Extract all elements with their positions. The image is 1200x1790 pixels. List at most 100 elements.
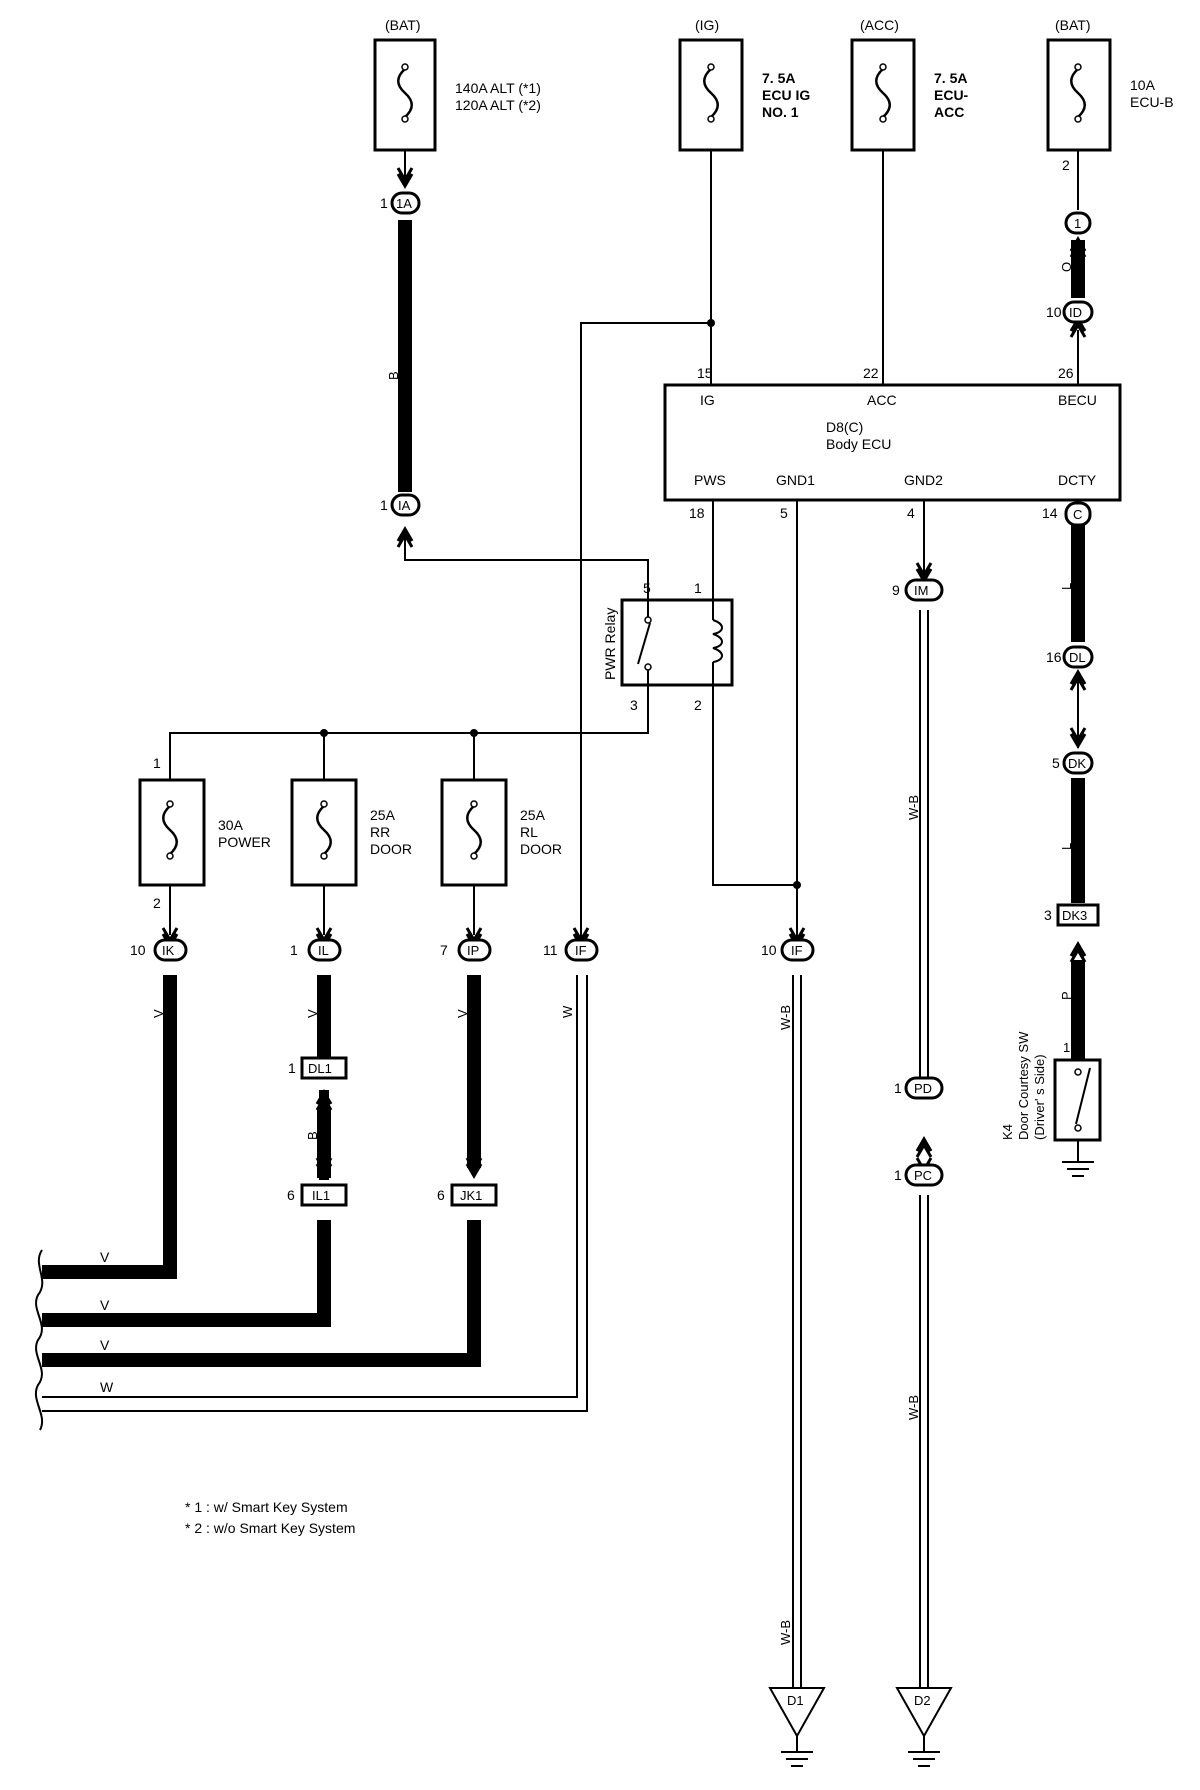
switch-id: K4 [1000, 1124, 1015, 1140]
ecu-pin-acc-name: ACC [867, 392, 897, 408]
fuse-ecu-b-pin: 2 [1062, 157, 1070, 173]
conn-ik-pin: 10 [130, 942, 146, 958]
conn-dk-code: DK [1068, 756, 1086, 771]
conn-dl-code: DL [1069, 650, 1086, 665]
wires [35, 120, 1085, 1688]
fuse-rr-door-name-2: DOOR [370, 841, 412, 857]
wire-label-w-b: W-B [778, 1620, 793, 1645]
fuse-ecu-b: (BAT) 10A ECU-B 2 [1046, 17, 1174, 173]
conn-im-code: IM [914, 583, 928, 598]
ecu-pin-gnd2-num: 4 [907, 505, 915, 521]
fuse-ecu-acc-source: (ACC) [860, 17, 899, 33]
fuse-ecu-ig-rating: 7. 5A [762, 70, 795, 86]
ground-d1: D1 [768, 1687, 826, 1767]
fuse-ecu-ig: (IG) 7. 5A ECU IG NO. 1 [678, 17, 810, 152]
fuse-alt-rating-2: 120A ALT (*2) [455, 97, 541, 113]
ground-d1-label: D1 [787, 1693, 804, 1708]
ecu-pin-becu-num: 26 [1058, 365, 1074, 381]
fuse-ecu-b-rating: 10A [1130, 77, 1156, 93]
conn-pd-pin: 1 [894, 1080, 902, 1096]
fuse-rl-door-rating: 25A [520, 807, 546, 823]
conn-dk3-pin: 3 [1044, 907, 1052, 923]
conn-dl-pin: 16 [1046, 649, 1062, 665]
ecu-pin-ig-num: 15 [697, 365, 713, 381]
ecu-pin-gnd1-name: GND1 [776, 472, 815, 488]
switch-pin: 1 [1063, 1040, 1070, 1055]
relay-pin-5: 5 [643, 580, 651, 596]
wire-label-v: V [151, 1009, 166, 1018]
ecu-pin-gnd1-num: 5 [780, 505, 788, 521]
conn-im-pin: 9 [892, 582, 900, 598]
wire-label-w: W [560, 1005, 575, 1018]
conn-ip-pin: 7 [440, 942, 448, 958]
ecu-desc: Body ECU [826, 436, 891, 452]
relay-switch-contact [637, 622, 651, 665]
ecu-pin-acc-num: 22 [863, 365, 879, 381]
conn-if-a-pin: 11 [543, 942, 558, 958]
wire-label-v: V [455, 1009, 470, 1018]
conn-jk1-pin: 6 [437, 1187, 445, 1203]
arrow-up-icon [1069, 942, 1087, 964]
wire-label-out-v: V [100, 1337, 110, 1353]
fuse-rr-door-name: RR [370, 824, 390, 840]
fuse-ecu-ig-name-2: NO. 1 [762, 104, 799, 120]
fuse-rl-door: 25A RL DOOR [440, 778, 562, 887]
fuse-rr-door-rating: 25A [370, 807, 396, 823]
conn-dl1-pin: 1 [288, 1060, 296, 1076]
conn-pc-code: PC [914, 1168, 932, 1183]
wire-label-l: L [1059, 843, 1074, 850]
wire-label-w-b: W-B [906, 795, 921, 820]
fuse-ecu-acc: (ACC) 7. 5A ECU- ACC [850, 17, 969, 152]
wire-label-w-b: W-B [778, 1005, 793, 1030]
wire-labels: B O L L P W-B W-B W-B W-B V V V W B V V … [100, 262, 1074, 1645]
wire-label-v: V [305, 1009, 320, 1018]
fuse-ecu-b-name: ECU-B [1130, 94, 1174, 110]
fuse-power-pin-in: 1 [153, 755, 161, 771]
conn-il-code: IL [318, 943, 329, 958]
ecu-pin-pws-name: PWS [694, 472, 726, 488]
fuse-rr-door: 25A RR DOOR [290, 778, 412, 887]
fuse-power-pin-out: 2 [153, 895, 161, 911]
switch-side: (Driver' s Side) [1032, 1054, 1047, 1140]
wire-label-w-b: W-B [906, 1395, 921, 1420]
fuse-ecu-ig-source: (IG) [695, 17, 719, 33]
conn-id-code: ID [1069, 305, 1082, 320]
door-courtesy-switch: 1 K4 Door Courtesy SW (Driver' s Side) [1000, 1031, 1102, 1177]
ground-icon [1062, 1161, 1094, 1177]
wire-label-b: B [305, 1131, 320, 1140]
relay-pin-2: 2 [694, 697, 702, 713]
fuse-ecu-ig-name: ECU IG [762, 87, 810, 103]
conn-ia-pin: 1 [380, 497, 388, 513]
switch-name: Door Courtesy SW [1016, 1031, 1031, 1140]
conn-if-b-pin: 10 [761, 942, 777, 958]
conn-1-code: 1 [1074, 216, 1081, 231]
conn-if-b-code: IF [791, 943, 803, 958]
fuse-rl-door-name: RL [520, 824, 538, 840]
wire-label-l: L [1059, 583, 1074, 590]
conn-dk3-code: DK3 [1062, 908, 1087, 923]
conn-dk-pin: 5 [1052, 755, 1060, 771]
conn-il-pin: 1 [290, 942, 298, 958]
conn-jk1-code: JK1 [460, 1188, 482, 1203]
wire-label-out-v: V [100, 1249, 110, 1265]
conn-il1-pin: 6 [287, 1187, 295, 1203]
fuse-alt-source: (BAT) [385, 17, 421, 33]
ecu-pin-ig-name: IG [700, 392, 715, 408]
fuse-ecu-acc-name-2: ACC [934, 104, 964, 120]
fuse-power-name: POWER [218, 834, 271, 850]
wire-label-b: B [386, 371, 401, 380]
ecu-pin-gnd2-name: GND2 [904, 472, 943, 488]
fuse-ecu-acc-name: ECU- [934, 87, 969, 103]
body-ecu: 15 22 26 IG ACC BECU D8(C) Body ECU PWS … [663, 365, 1122, 521]
ecu-pin-dcty-num: 14 [1042, 505, 1058, 521]
conn-pc-pin: 1 [894, 1167, 902, 1183]
conn-pd-code: PD [914, 1081, 932, 1096]
relay-name: PWR Relay [602, 608, 618, 680]
conn-1a-top-pin: 1 [380, 195, 388, 211]
relay-pin-3: 3 [630, 697, 638, 713]
fuse-power: 1 30A POWER 2 [138, 755, 271, 911]
fuse-rl-door-name-2: DOOR [520, 841, 562, 857]
footnotes: * 1 : w/ Smart Key System * 2 : w/o Smar… [185, 1499, 355, 1536]
fuse-alt: (BAT) 140A ALT (*1) 120A ALT (*2) [373, 17, 541, 152]
